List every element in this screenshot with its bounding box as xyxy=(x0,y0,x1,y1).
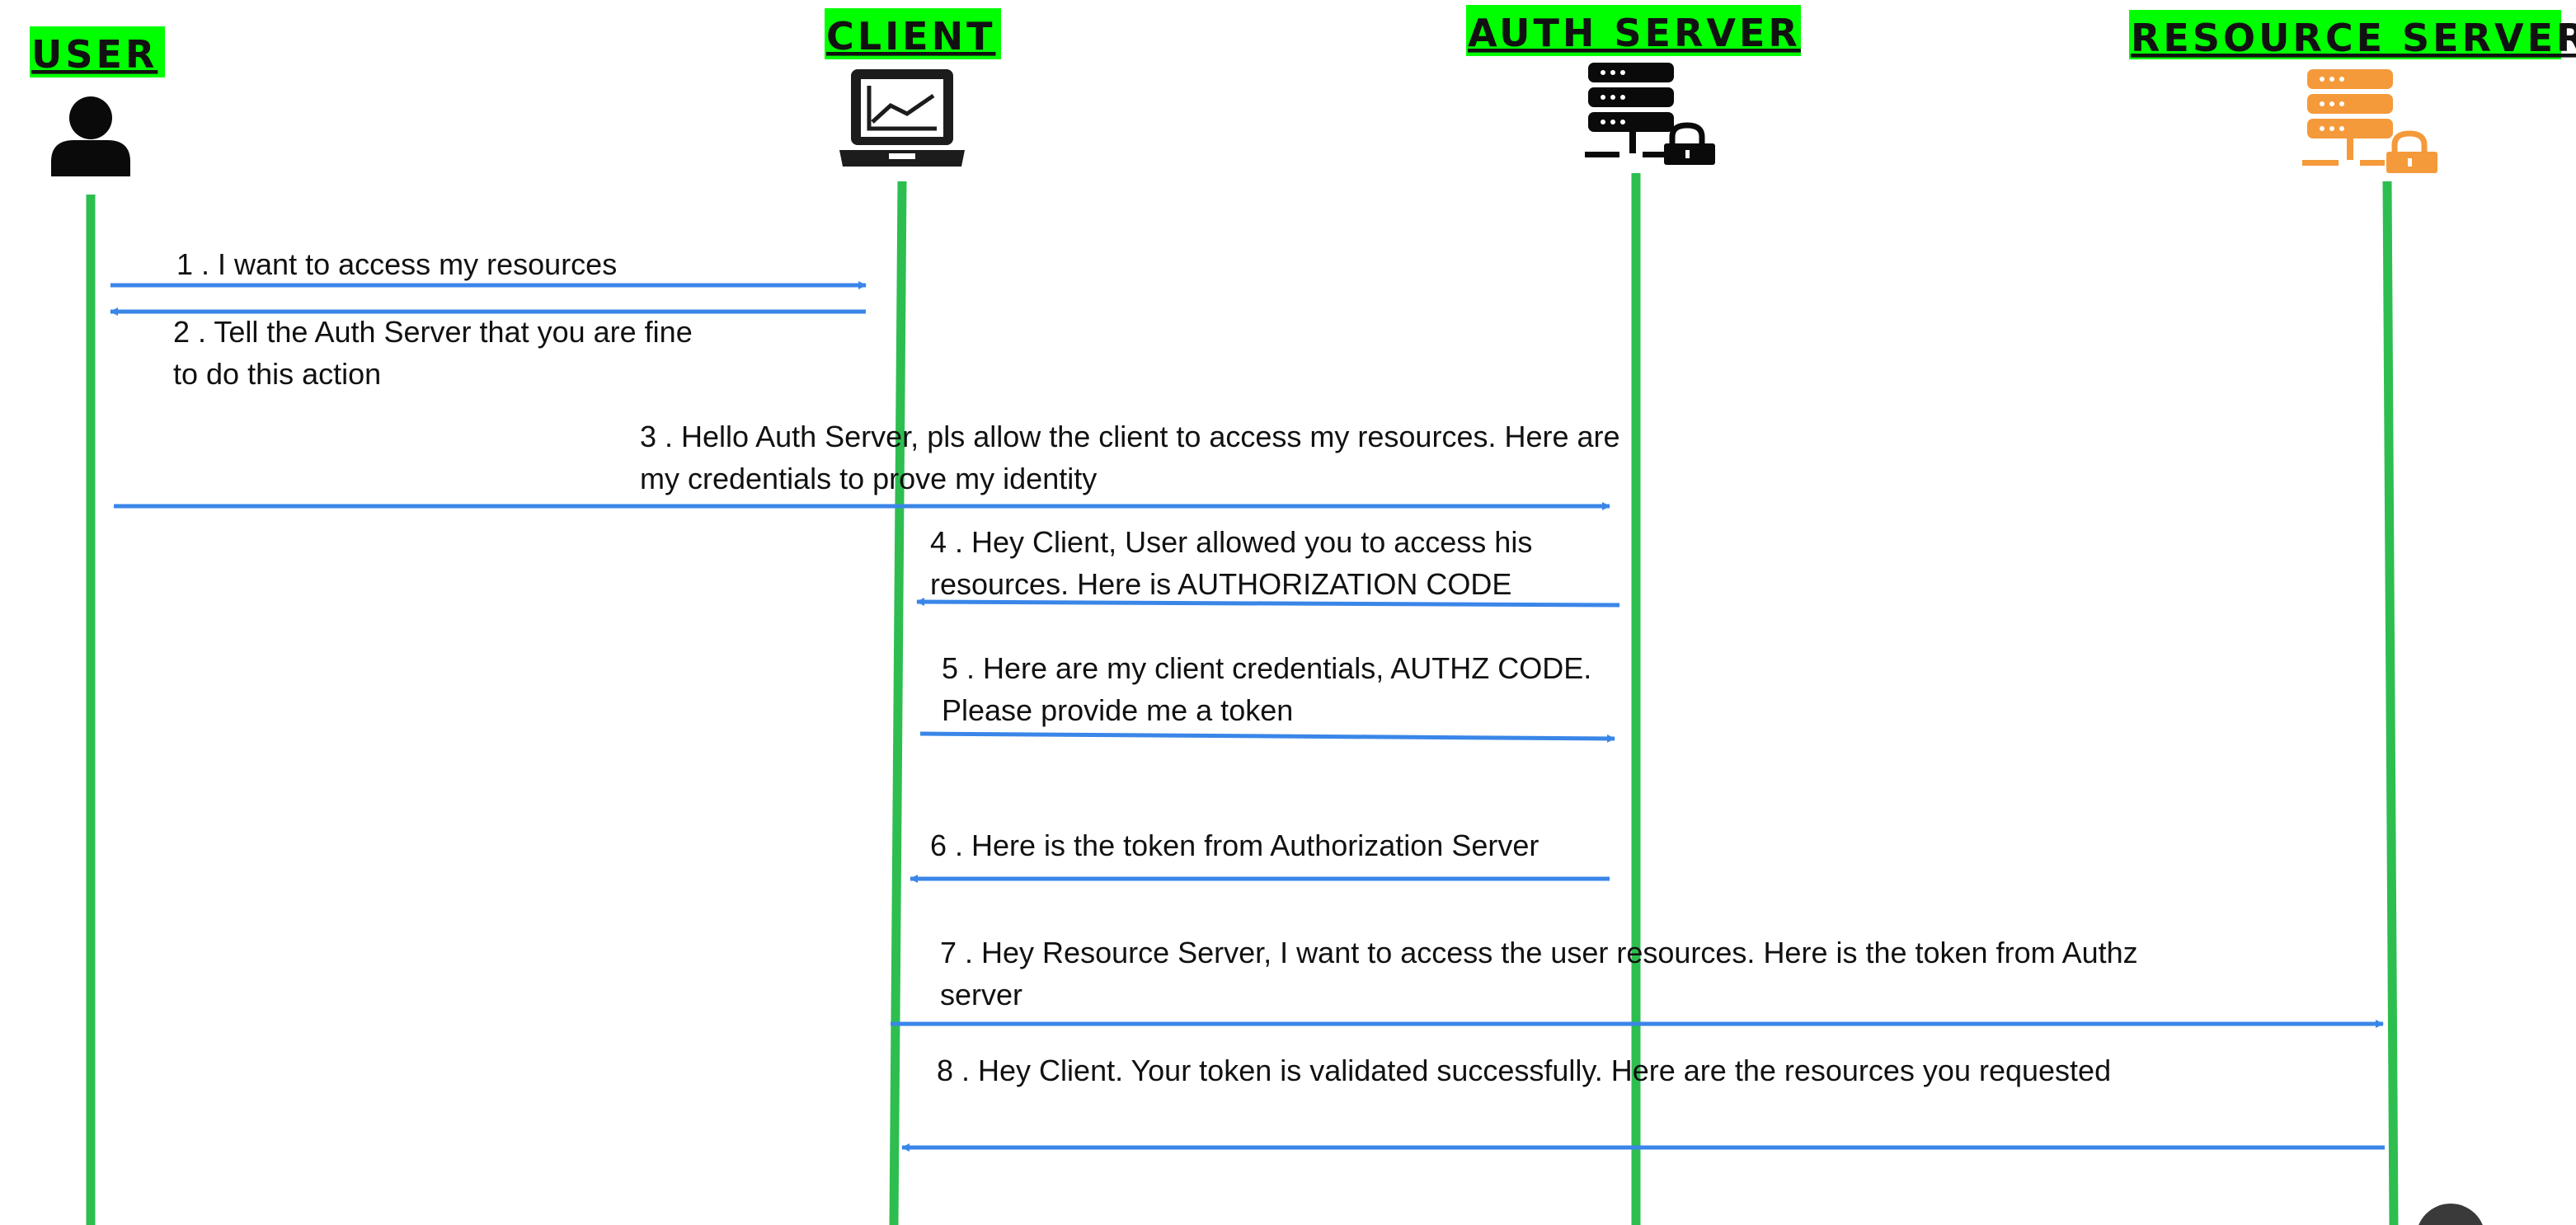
actor-label-bg-client xyxy=(825,8,1001,59)
message-label-4: 4 . Hey Client, User allowed you to acce… xyxy=(930,525,1540,601)
message-label-2-line-2: to do this action xyxy=(173,357,381,391)
corner-circle xyxy=(2419,1204,2483,1225)
message-label-2-line-1: 2 . Tell the Auth Server that you are fi… xyxy=(173,315,693,349)
message-label-3: 3 . Hello Auth Server, pls allow the cli… xyxy=(640,420,1629,495)
lifeline-client xyxy=(889,181,907,1225)
message-label-6: 6 . Here is the token from Authorization… xyxy=(930,828,1539,862)
laptop-chart-icon xyxy=(839,69,965,167)
message-arrow-5 xyxy=(919,731,1615,743)
actor-label-auth-server: AUTH SERVER xyxy=(1468,11,1801,55)
person-icon xyxy=(51,96,130,176)
actor-label-client: CLIENT xyxy=(826,14,995,59)
message-label-2: 2 . Tell the Auth Server that you are fi… xyxy=(173,315,701,391)
message-label-6-line-1: 6 . Here is the token from Authorization… xyxy=(930,828,1539,862)
message-label-1: 1 . I want to access my resources xyxy=(176,247,617,281)
message-label-5: 5 . Here are my client credentials, AUTH… xyxy=(942,651,1600,727)
message-label-8: 8 . Hey Client. Your token is validated … xyxy=(937,1054,2111,1087)
message-arrow-4 xyxy=(916,598,1620,608)
lifeline-resource-server xyxy=(2382,181,2399,1225)
message-label-5-line-1: 5 . Here are my client credentials, AUTH… xyxy=(942,651,1591,685)
message-label-8-line-1: 8 . Hey Client. Your token is validated … xyxy=(937,1054,2111,1087)
server-lock-icon xyxy=(2302,69,2437,173)
message-label-1-line-1: 1 . I want to access my resources xyxy=(176,247,617,281)
actor-label-bg-resource-server xyxy=(2129,10,2561,59)
message-label-7-line-1: 7 . Hey Resource Server, I want to acces… xyxy=(940,936,2138,969)
server-lock-icon xyxy=(1585,63,1715,165)
message-label-7-line-2: server xyxy=(940,978,1022,1011)
message-label-7: 7 . Hey Resource Server, I want to acces… xyxy=(940,936,2146,1011)
actor-label-user: USER xyxy=(31,32,157,77)
actor-label-bg-user xyxy=(30,26,165,77)
message-label-5-line-2: Please provide me a token xyxy=(942,693,1293,727)
message-label-3-line-1: 3 . Hello Auth Server, pls allow the cli… xyxy=(640,420,1620,453)
message-label-4-line-2: resources. Here is AUTHORIZATION CODE xyxy=(930,567,1511,601)
message-label-3-line-2: my credentials to prove my identity xyxy=(640,462,1097,495)
actor-label-resource-server: RESOURCE SERVER xyxy=(2131,16,2576,60)
message-label-4-line-1: 4 . Hey Client, User allowed you to acce… xyxy=(930,525,1532,559)
actor-label-bg-auth-server xyxy=(1466,5,1801,56)
